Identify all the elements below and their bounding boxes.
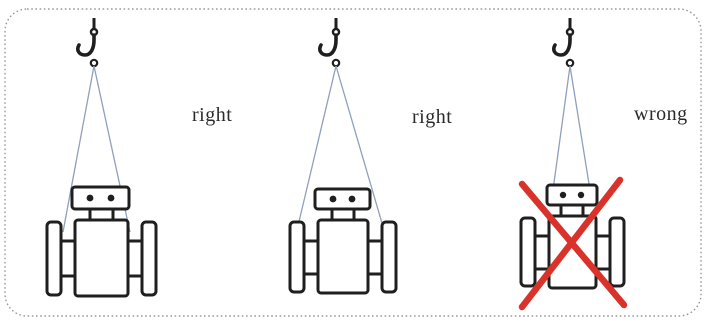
crane-hook-icon <box>318 16 342 68</box>
caption-right-1: right <box>192 104 233 126</box>
panel-2 <box>288 16 398 295</box>
red-cross-mark-icon <box>518 176 628 311</box>
crane-hook-icon <box>76 16 99 68</box>
flowmeter-icon <box>288 187 398 295</box>
flowmeter-icon <box>45 185 158 298</box>
sling-lines <box>296 65 385 231</box>
panel-1 <box>45 16 158 298</box>
caption-wrong: wrong <box>634 103 688 125</box>
panel-3 <box>518 16 628 311</box>
flowmeter-icon <box>519 183 626 290</box>
crane-hook-icon <box>552 16 576 68</box>
sling-lines <box>552 65 591 191</box>
caption-right-2: right <box>412 106 453 128</box>
